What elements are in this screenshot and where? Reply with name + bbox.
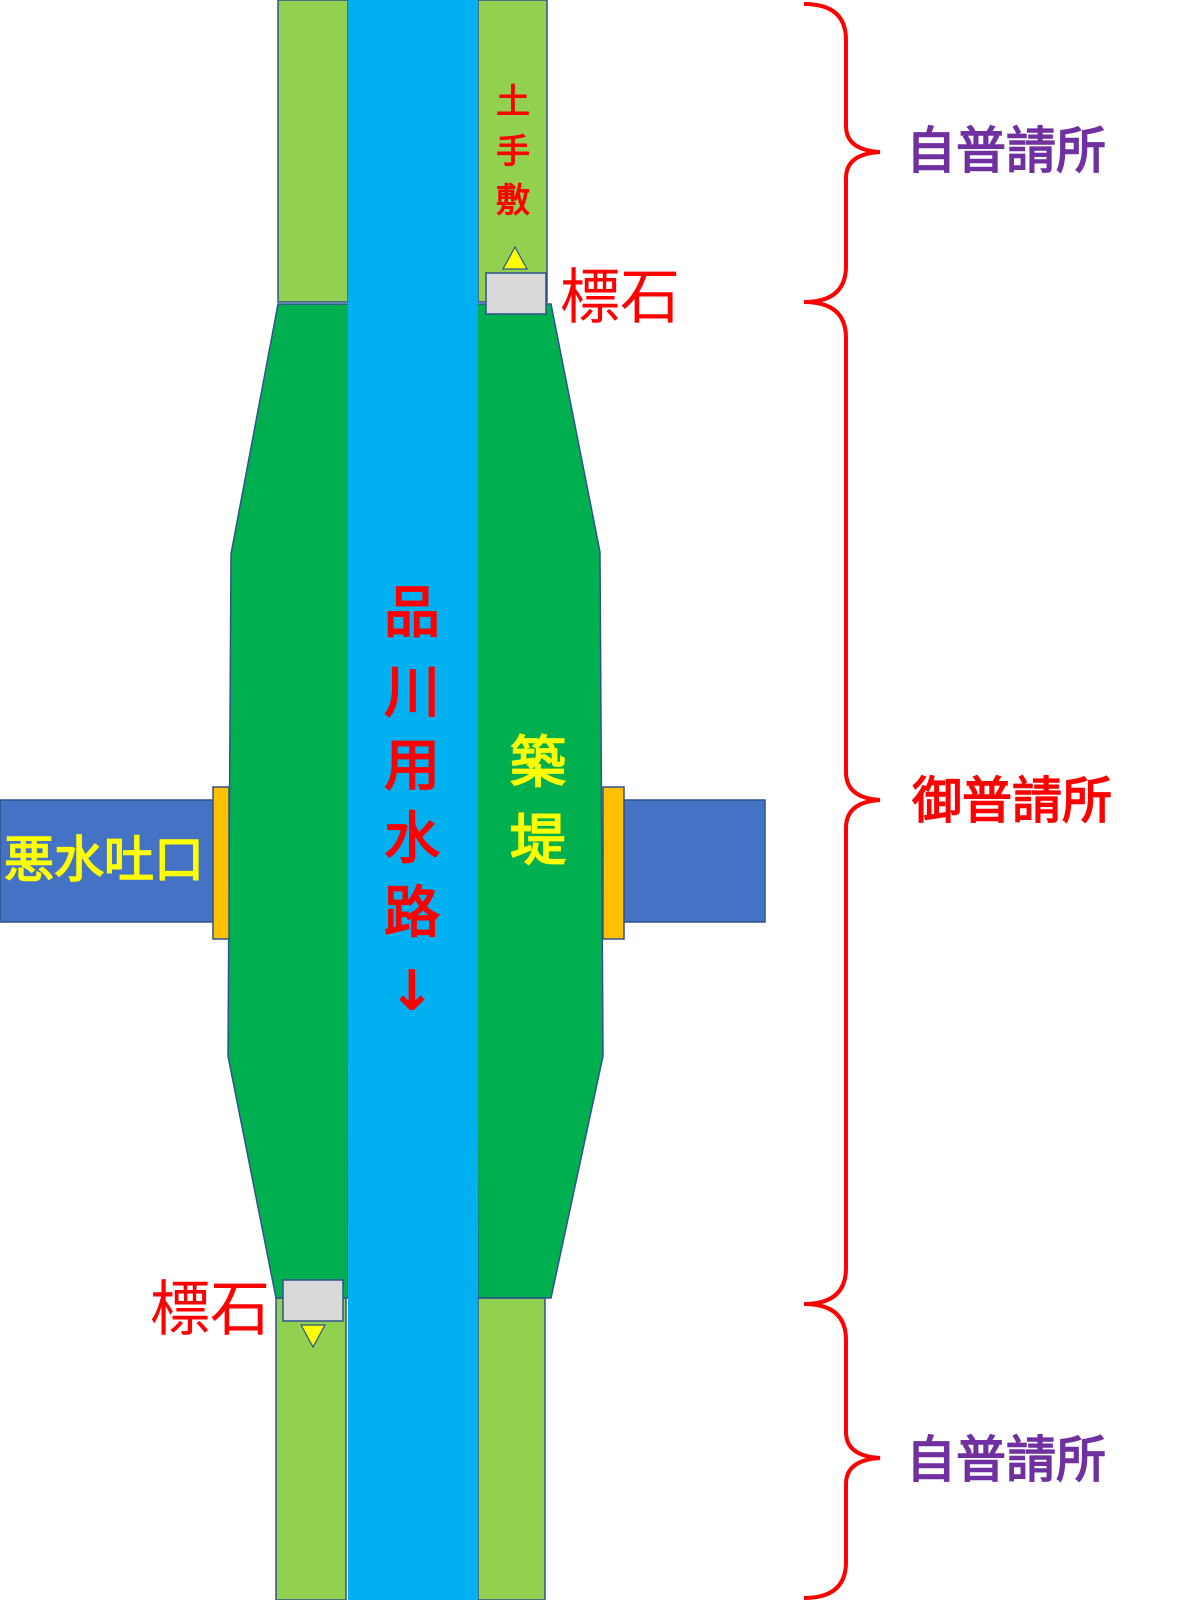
sluice-gate-right	[602, 786, 625, 940]
triangle-marker-icon	[501, 245, 529, 270]
bank-land-label-char: 土	[496, 82, 530, 122]
embankment-label-char: 築	[510, 731, 567, 796]
drain-pipe-right	[613, 799, 766, 923]
water-channel	[348, 0, 478, 1600]
channel-label-char: 路	[384, 881, 441, 946]
bank-land-bottom-right	[477, 1297, 546, 1600]
bank-land-label: 土 手 敷	[496, 82, 530, 221]
section-label-middle: 御普請所	[911, 772, 1112, 830]
section-label-bottom: 自普請所	[906, 1431, 1106, 1489]
bank-land-bottom-left	[275, 1297, 347, 1600]
bank-land-label-char: 手	[496, 132, 530, 172]
channel-label-char: 水	[384, 807, 441, 872]
bank-land-top-left	[277, 0, 349, 303]
channel-label-char: 用	[384, 734, 440, 799]
drain-outlet-label: 悪水吐口	[4, 831, 204, 889]
sluice-gate-left	[212, 786, 230, 940]
down-arrow-icon: ↓	[389, 959, 436, 1024]
embankment-left	[227, 303, 351, 1299]
embankment-label: 築 堤	[510, 731, 567, 874]
channel-label-char: 品	[384, 581, 440, 646]
boundary-stone-label-top: 標石	[560, 263, 680, 333]
triangle-marker-icon	[299, 1324, 327, 1349]
boundary-stone-top	[485, 272, 547, 315]
embankment-label-char: 堤	[510, 809, 567, 874]
boundary-stone-bottom	[282, 1279, 344, 1322]
bank-land-label-char: 敷	[496, 181, 530, 221]
curly-brace-icon	[803, 1302, 881, 1600]
drain-pipe-left	[0, 799, 221, 923]
channel-label-char: 川	[384, 661, 440, 726]
section-label-top: 自普請所	[906, 122, 1106, 180]
boundary-stone-label-bottom: 標石	[150, 1275, 270, 1345]
channel-label: 品 川 用 水 路 ↓	[384, 581, 441, 1024]
curly-brace-icon	[803, 300, 881, 1306]
curly-brace-icon	[803, 2, 881, 304]
embankment-right	[473, 303, 604, 1299]
